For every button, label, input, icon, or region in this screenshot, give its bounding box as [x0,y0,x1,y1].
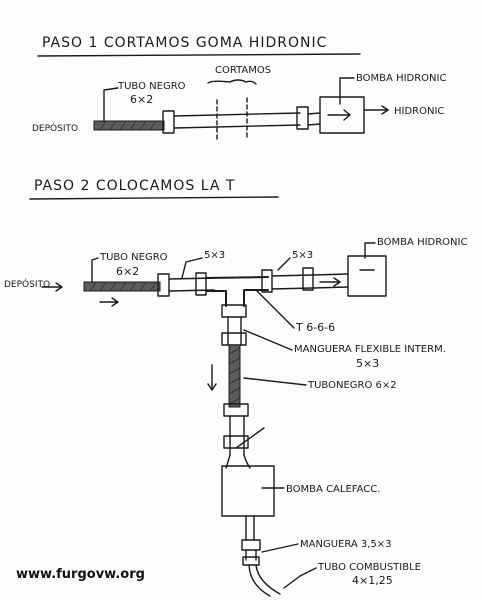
step1-cortamos-label: CORTAMOS [215,65,271,76]
step1-hidronic-label: HIDRONIC [394,106,444,117]
watermark: www.furgovw.org [16,567,145,582]
step1-clamp-right [296,106,309,130]
step2-t-label: T 6-6-6 [295,321,335,334]
step2-size-right: 5×3 [292,250,313,261]
step2-black-tube [83,281,161,292]
step2-clamp-left-2 [195,272,207,296]
step1-bomba-box [319,96,365,134]
step2-hose-left [168,277,215,292]
step2-deposito-arrow-icon [41,282,63,292]
step2-flow-arrow-icon [99,297,119,307]
step2-clamp-vertical-3 [223,403,249,417]
step1-tubo-negro-leader [103,87,119,123]
step2-tubo-negro-label: TUBO NEGRO [99,252,168,263]
step2-bomba-calefacc-box [221,465,275,517]
step2-manguera-flexible-size: 5×3 [356,357,379,370]
step2-clamp-vertical-1 [221,304,247,318]
step2-vertical-black-tube [228,344,241,408]
step2-tubonegro-label: TUBONEGRO 6×2 [307,380,397,391]
step1-title: PASO 1 CORTAMOS GOMA HIDRONIC [42,35,327,51]
step2-manguera-leader [261,543,299,553]
step2-tubonegro-leader [243,377,307,386]
step2-title-underline [29,196,279,200]
step2-clamp-vertical-2 [221,332,247,346]
step2-hose-vertical [227,316,242,346]
step2-tubo-negro-size: 6×2 [116,265,139,278]
step2-clamp-bottom-2 [242,556,260,566]
step2-bomba-calefacc-label: BOMBA CALEFACC. [286,484,380,495]
step2-clamp-bottom [241,539,261,551]
step2-down-arrow-icon [207,364,217,391]
step2-title: PASO 2 COLOCAMOS LA T [34,178,235,194]
step2-size-left: 5×3 [204,250,225,261]
step2-hose-right [271,274,313,290]
step2-bomba-hidronic-box [347,255,387,297]
step2-clamp-left [157,273,170,297]
step1-bomba-leader [339,77,355,105]
step2-t-fitting [205,276,269,307]
step2-bomba-hidronic-label: BOMBA HIDRONIC [377,237,467,248]
step2-tubo-negro-leader [91,257,99,284]
step2-manguera-label: MANGUERA 3,5×3 [300,539,392,550]
step1-tubo-negro-label: TUBO NEGRO [117,81,186,92]
step2-tubo-combustible-size: 4×1,25 [352,574,393,587]
step2-tubo-combustible-leader [283,567,317,589]
step2-tubo-combustible-label: TUBO COMBUSTIBLE [317,562,421,573]
step1-title-underline [37,53,361,57]
step2-fuel-pipe [248,564,281,597]
step1-black-tube [93,120,165,131]
step1-pump-arrow-icon [327,109,351,121]
step1-tubo-negro-size: 6×2 [130,93,153,106]
step1-output-arrow-icon [363,105,389,115]
step2-t-leader [255,289,295,329]
step2-clamp-right-2 [302,267,314,291]
step2-manguera-flexible-leader [243,329,293,351]
step2-clamp-right-1 [261,269,273,293]
step1-rubber-hose [173,112,301,129]
step2-right-arrow-icon [319,277,341,287]
step2-deposito-label: DEPÓSITO [4,278,50,290]
step2-manguera-flexible-label: MANGUERA FLEXIBLE INTERM. [294,344,446,355]
step1-bomba-label: BOMBA HIDRONIC [356,73,446,84]
step1-clamp-left [162,110,175,134]
step1-cortamos-brace [207,79,257,85]
step1-deposito-label: DEPÓSITO [32,122,78,134]
